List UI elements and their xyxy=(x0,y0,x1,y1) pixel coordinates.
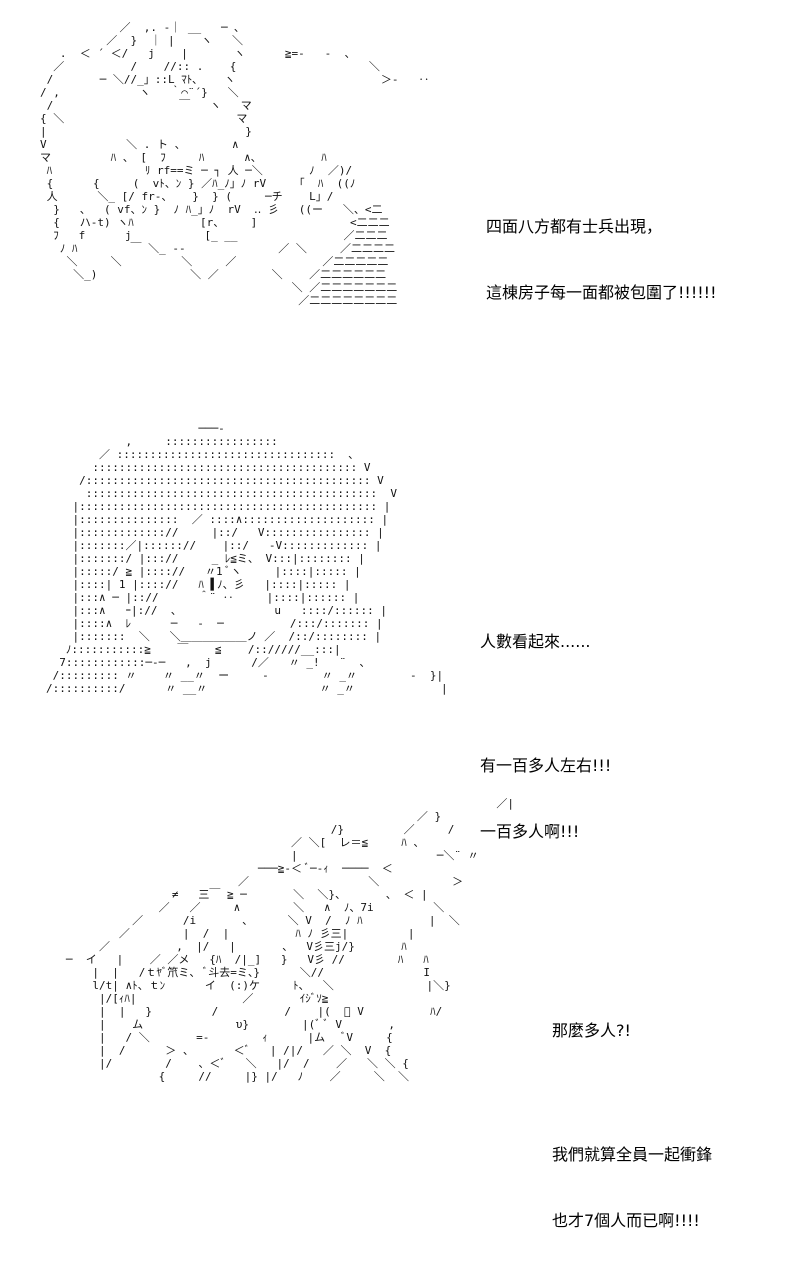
dialogue-1: 四面八方都有士兵出現， 這棟房子每一面都被包圍了!!!!!! xyxy=(486,172,717,348)
dialogue-2: 人數看起來...... 有一百多人左右!!! 一百多人啊!!! xyxy=(480,587,611,887)
dialogue-line: 一百多人啊!!! xyxy=(480,822,580,841)
dialogue-line: 有一百多人左右!!! xyxy=(480,756,612,775)
ascii-art-soldier-house: ／ ,. -｜ __ ─ ､ ／ } ｜ | ヽ ＼ . ＜ ´ ＜/ j | … xyxy=(40,21,430,307)
ascii-art-shocked-face: ───- , ::::::::::::::::: ／ :::::::::::::… xyxy=(46,422,448,695)
dialogue-line: 人數看起來...... xyxy=(480,632,591,651)
dialogue-gap xyxy=(480,697,611,711)
dialogue-line: 也才7個人而已啊!!!! xyxy=(552,1211,700,1230)
panel-3: ／| ／ } /} ／ / ／ ＼[ レ＝≦ ﾊ 、 xyxy=(0,780,800,1230)
ascii-art-spiky-hair-character: ／| ／ } /} ／ / ／ ＼[ レ＝≦ ﾊ 、 xyxy=(65,797,514,1083)
dialogue-line: 四面八方都有士兵出現， xyxy=(486,217,663,236)
dialogue-3: 那麼多人?! 我們就算全員一起衝鋒 也才7個人而已啊!!!! xyxy=(552,976,712,1276)
panel-2: ───- , ::::::::::::::::: ／ :::::::::::::… xyxy=(0,405,800,841)
panel-1: ／ ,. -｜ __ ─ ､ ／ } ｜ | ヽ ＼ . ＜ ´ ＜/ j | … xyxy=(0,0,800,420)
dialogue-gap xyxy=(552,1086,712,1100)
dialogue-line: 我們就算全員一起衝鋒 xyxy=(552,1145,713,1164)
dialogue-line: 這棟房子每一面都被包圍了!!!!!! xyxy=(486,283,717,302)
dialogue-line: 那麼多人?! xyxy=(552,1021,631,1040)
